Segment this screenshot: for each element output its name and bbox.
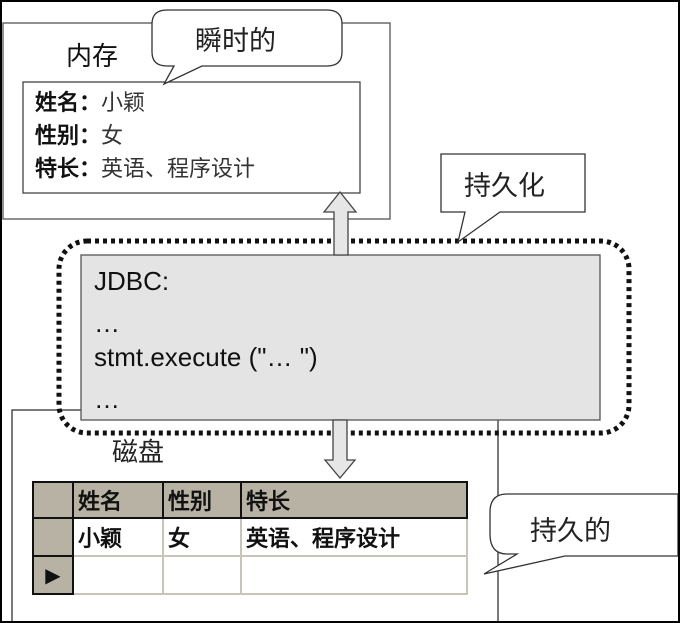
memory-field-gender: 性别：女	[35, 121, 123, 152]
callout-transient-text: 瞬时的	[195, 26, 276, 57]
field-value: 小颖	[101, 91, 146, 116]
table-cell[interactable]	[162, 555, 242, 595]
callout-transient-bubble	[151, 9, 343, 86]
table-new-row: ▶	[32, 555, 468, 595]
column-header[interactable]: 性别	[162, 481, 242, 519]
callout-persistence-bubble	[440, 153, 586, 244]
disk-title: 磁盘	[112, 438, 165, 468]
table-row: 小颖 女 英语、程序设计	[32, 517, 468, 557]
field-label: 姓名：	[35, 91, 102, 116]
table-header-row: 姓名 性别 特长	[32, 481, 468, 519]
memory-field-specialty: 特长：英语、程序设计	[35, 154, 255, 185]
table-cell[interactable]: 女	[162, 517, 242, 557]
code-line: …	[94, 384, 120, 414]
callout-persistent-bubble	[483, 493, 678, 575]
table-cell[interactable]: 小颖	[72, 517, 164, 557]
row-selector-header[interactable]	[32, 481, 74, 519]
table-cell[interactable]: 英语、程序设计	[240, 517, 468, 557]
table-cell[interactable]	[72, 555, 164, 595]
field-label: 性别：	[35, 124, 102, 149]
field-value: 英语、程序设计	[101, 157, 256, 182]
current-row-arrow-icon: ▶	[45, 562, 61, 587]
callout-persistent-text: 持久的	[530, 516, 611, 547]
field-label: 特长：	[35, 157, 102, 182]
down-arrow	[323, 419, 357, 480]
memory-record-box	[22, 81, 361, 194]
code-line: JDBC:	[94, 266, 170, 296]
up-arrow	[322, 190, 358, 256]
current-row-marker[interactable]: ▶	[32, 555, 74, 595]
column-header[interactable]: 姓名	[72, 481, 164, 519]
column-header[interactable]: 特长	[240, 481, 468, 519]
memory-field-name: 姓名：小颖	[35, 88, 145, 119]
code-line: stmt.execute ("… ")	[94, 342, 318, 372]
row-selector[interactable]	[32, 517, 74, 557]
disk-table: 姓名 性别 特长 小颖 女 英语、程序设计 ▶	[32, 481, 468, 595]
field-value: 女	[101, 124, 124, 149]
code-box	[80, 254, 601, 421]
table-cell[interactable]	[240, 555, 468, 595]
code-line: …	[94, 308, 120, 338]
memory-title: 内存	[66, 42, 119, 72]
callout-persistence-text: 持久化	[464, 171, 545, 202]
